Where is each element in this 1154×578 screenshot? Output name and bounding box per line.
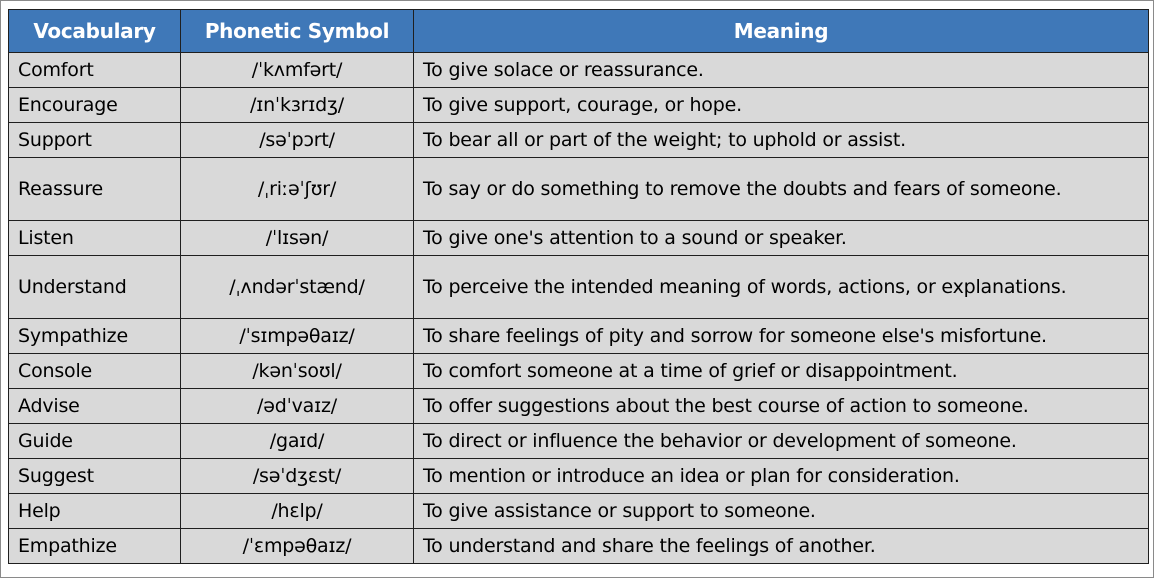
vocabulary-cell: Reassure [8,157,181,221]
vocabulary-cell: Understand [8,255,181,319]
phonetic-cell: /ˈkʌmfərt/ [180,52,414,88]
header-row: Vocabulary Phonetic Symbol Meaning [8,9,1149,53]
vocabulary-cell: Listen [8,220,181,256]
table-row: Support /səˈpɔrt/ To bear all or part of… [8,122,1149,158]
phonetic-cell: /ˌriːəˈʃʊr/ [180,157,414,221]
vocabulary-cell: Encourage [8,87,181,123]
vocabulary-cell: Guide [8,423,181,459]
table-row: Help /hɛlp/ To give assistance or suppor… [8,493,1149,529]
header-phonetic-symbol: Phonetic Symbol [180,9,414,53]
meaning-cell: To understand and share the feelings of … [413,528,1149,564]
table-row: Guide /gaɪd/ To direct or influence the … [8,423,1149,459]
phonetic-cell: /ˈɛmpəθaɪz/ [180,528,414,564]
meaning-cell: To share feelings of pity and sorrow for… [413,318,1149,354]
phonetic-cell: /ˈsɪmpəθaɪz/ [180,318,414,354]
vocabulary-cell: Comfort [8,52,181,88]
table-body: Comfort /ˈkʌmfərt/ To give solace or rea… [8,52,1149,564]
phonetic-cell: /hɛlp/ [180,493,414,529]
phonetic-cell: /ˈlɪsən/ [180,220,414,256]
vocabulary-cell: Help [8,493,181,529]
table-row: Sympathize /ˈsɪmpəθaɪz/ To share feeling… [8,318,1149,354]
vocabulary-cell: Suggest [8,458,181,494]
vocabulary-table: Vocabulary Phonetic Symbol Meaning Comfo… [8,9,1149,564]
header-meaning: Meaning [413,9,1149,53]
phonetic-cell: /ˌʌndərˈstænd/ [180,255,414,319]
phonetic-cell: /səˈdʒɛst/ [180,458,414,494]
phonetic-cell: /ədˈvaɪz/ [180,388,414,424]
phonetic-cell: /kənˈsoʊl/ [180,353,414,389]
table-row: Reassure /ˌriːəˈʃʊr/ To say or do someth… [8,157,1149,221]
header-vocabulary: Vocabulary [8,9,181,53]
table-row: Suggest /səˈdʒɛst/ To mention or introdu… [8,458,1149,494]
phonetic-cell: /gaɪd/ [180,423,414,459]
meaning-cell: To bear all or part of the weight; to up… [413,122,1149,158]
vocabulary-cell: Console [8,353,181,389]
meaning-cell: To comfort someone at a time of grief or… [413,353,1149,389]
table-row: Advise /ədˈvaɪz/ To offer suggestions ab… [8,388,1149,424]
table-row: Encourage /ɪnˈkɜrɪdʒ/ To give support, c… [8,87,1149,123]
meaning-cell: To give one's attention to a sound or sp… [413,220,1149,256]
meaning-cell: To perceive the intended meaning of word… [413,255,1149,319]
table-header: Vocabulary Phonetic Symbol Meaning [8,9,1149,53]
table-row: Listen /ˈlɪsən/ To give one's attention … [8,220,1149,256]
table-row: Console /kənˈsoʊl/ To comfort someone at… [8,353,1149,389]
table-row: Understand /ˌʌndərˈstænd/ To perceive th… [8,255,1149,319]
meaning-cell: To say or do something to remove the dou… [413,157,1149,221]
meaning-cell: To give solace or reassurance. [413,52,1149,88]
vocabulary-cell: Sympathize [8,318,181,354]
vocabulary-cell: Advise [8,388,181,424]
table-row: Empathize /ˈɛmpəθaɪz/ To understand and … [8,528,1149,564]
phonetic-cell: /səˈpɔrt/ [180,122,414,158]
meaning-cell: To direct or influence the behavior or d… [413,423,1149,459]
vocabulary-cell: Support [8,122,181,158]
table-row: Comfort /ˈkʌmfərt/ To give solace or rea… [8,52,1149,88]
meaning-cell: To give assistance or support to someone… [413,493,1149,529]
vocabulary-cell: Empathize [8,528,181,564]
phonetic-cell: /ɪnˈkɜrɪdʒ/ [180,87,414,123]
meaning-cell: To offer suggestions about the best cour… [413,388,1149,424]
meaning-cell: To mention or introduce an idea or plan … [413,458,1149,494]
meaning-cell: To give support, courage, or hope. [413,87,1149,123]
